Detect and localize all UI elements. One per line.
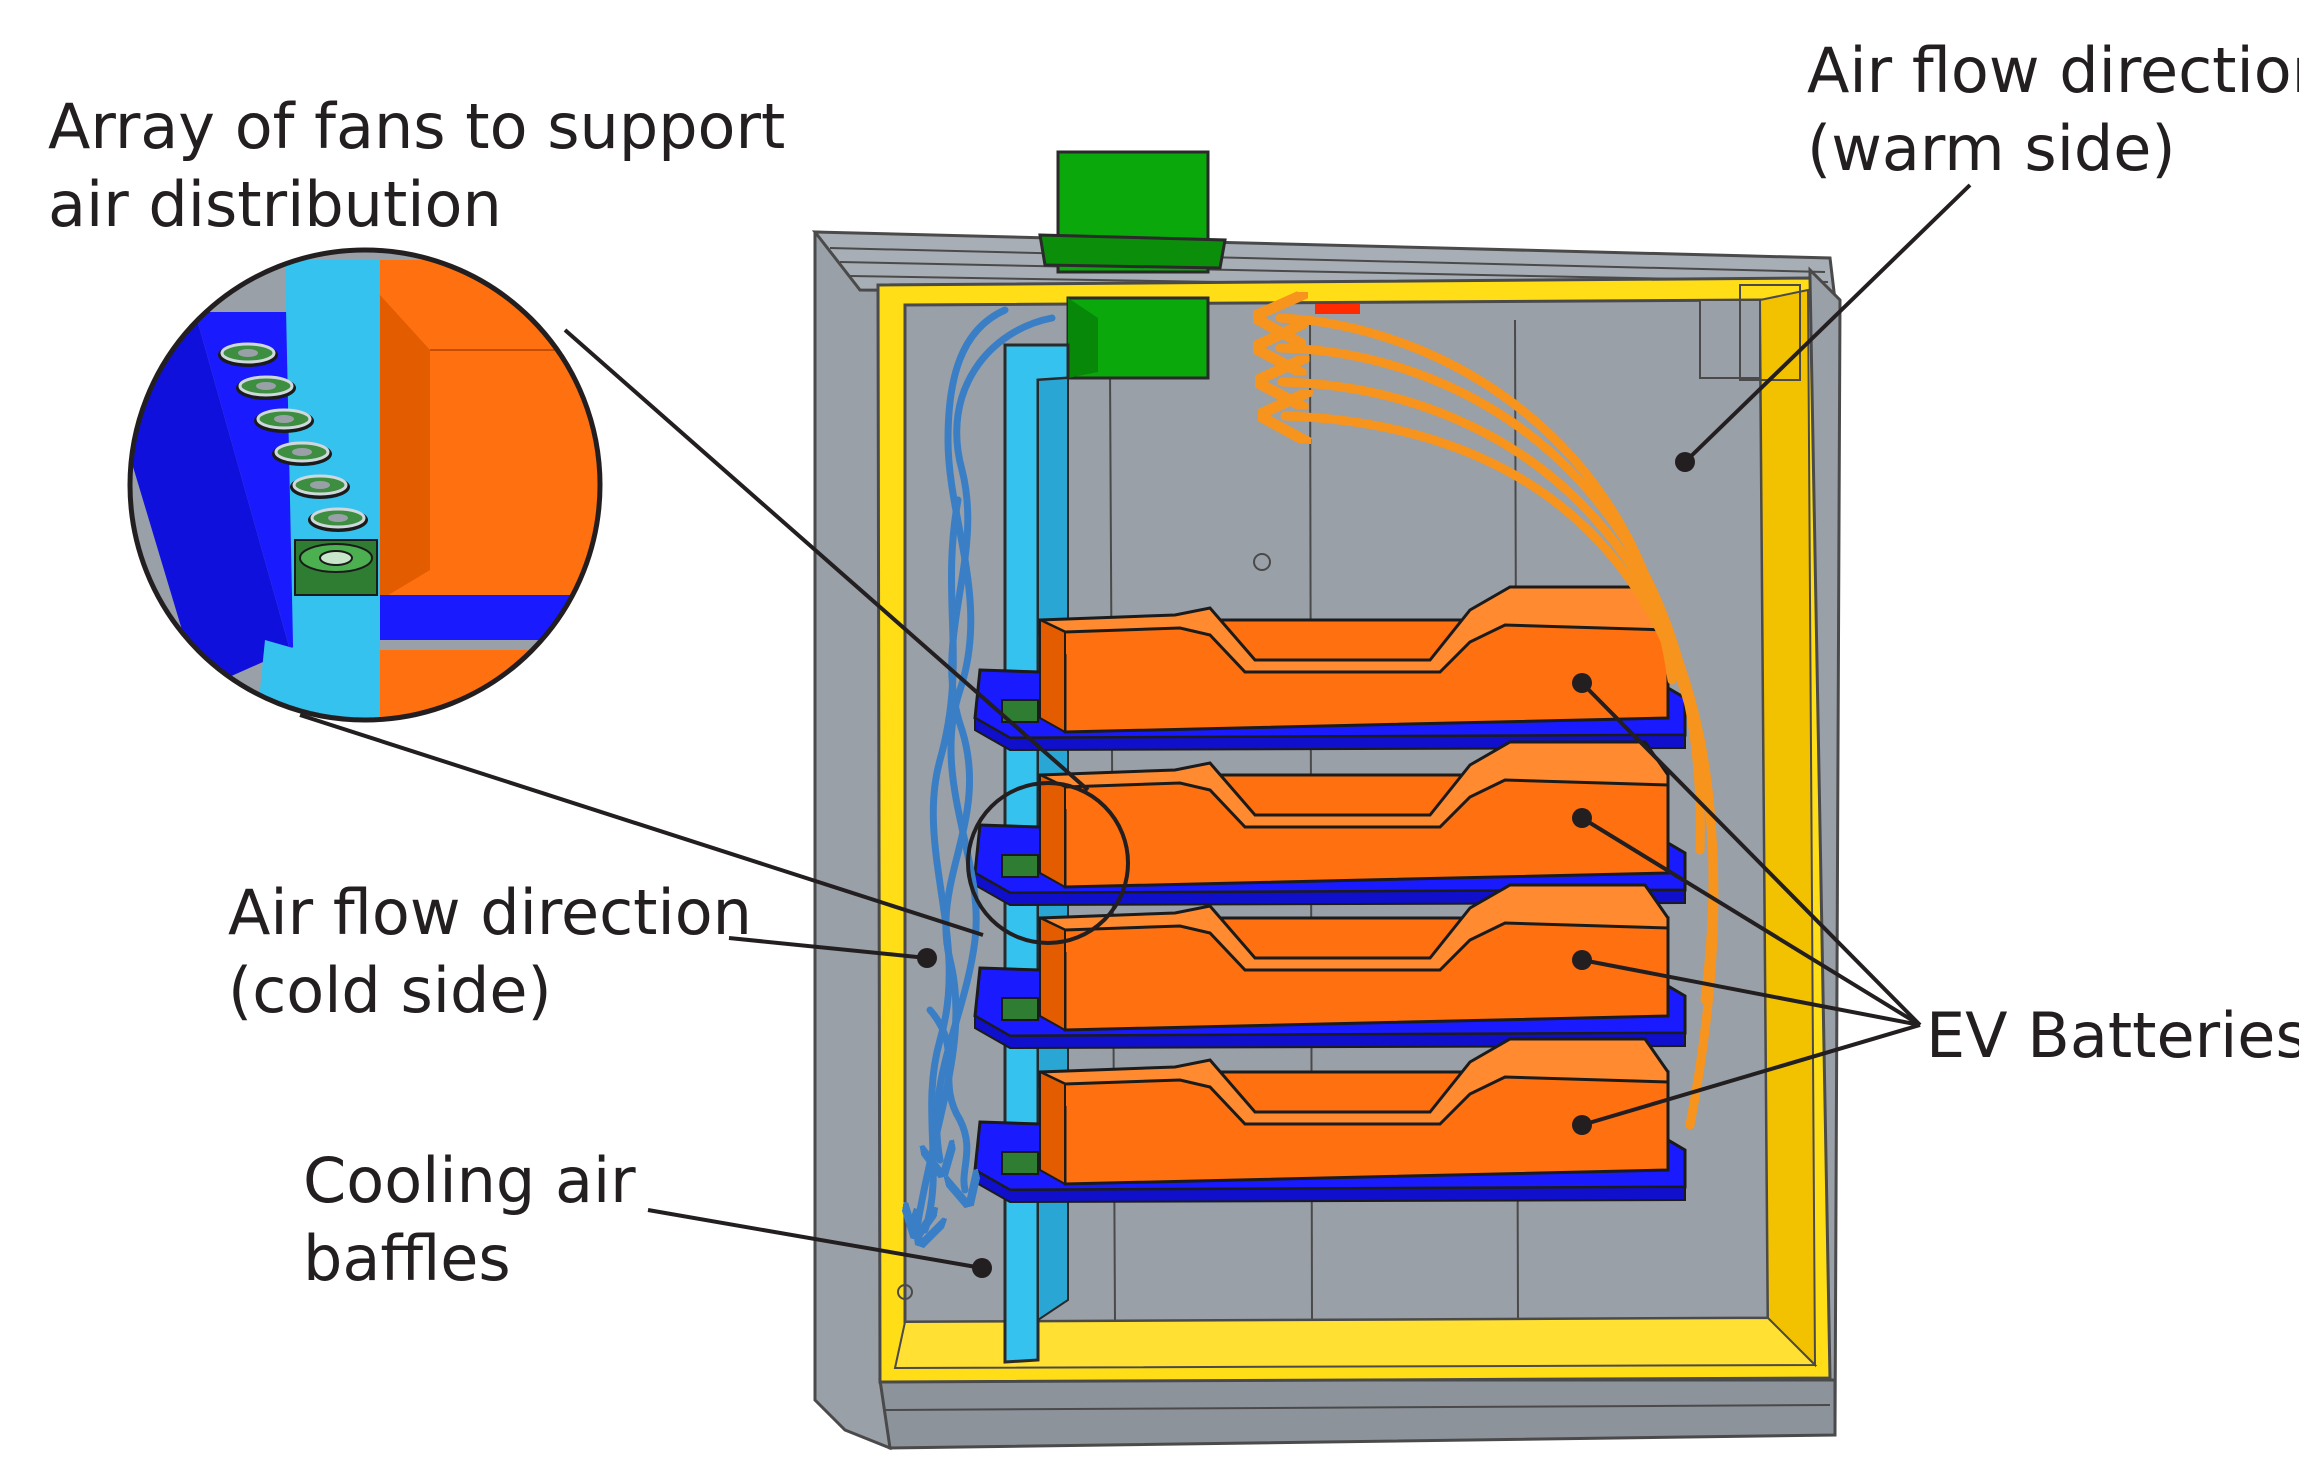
- warm-arrow: [1285, 416, 1719, 1130]
- fan: [1001, 699, 1039, 723]
- label-line: (cold side): [228, 954, 552, 1027]
- cold-arrow: [937, 306, 1009, 1160]
- ev-batteries-label: EV Batteries: [1926, 999, 2299, 1072]
- warm-side-label: Air flow direction (warm side): [1807, 32, 2299, 188]
- fan-detail-marker: [966, 781, 1130, 945]
- fan: [1001, 854, 1039, 878]
- battery-unit: [973, 740, 1687, 907]
- label-line: baffles: [303, 1222, 511, 1295]
- label-line: Array of fans to support: [48, 90, 786, 163]
- leader-lines: [647, 183, 1972, 1270]
- fan: [236, 375, 296, 400]
- fan: [254, 408, 314, 433]
- ev-batteries: [973, 585, 1687, 1204]
- fan: [290, 474, 350, 499]
- ev-battery: [1038, 916, 1670, 1032]
- label-line: Air flow direction: [228, 876, 752, 949]
- fan: [272, 441, 332, 466]
- cold-air-flow-arrows: [918, 306, 1056, 1230]
- battery-unit: [973, 883, 1687, 1050]
- leader-dots: [917, 452, 1695, 1278]
- ev-battery: [1038, 773, 1670, 889]
- fan-array-inset: [127, 247, 1090, 937]
- fan-array-label: Array of fans to support air distributio…: [48, 88, 785, 244]
- fan: [308, 507, 368, 532]
- fan-array: [218, 342, 368, 532]
- fan: [1001, 1151, 1039, 1175]
- battery-unit: [973, 1037, 1687, 1204]
- label-line: Air flow direction: [1807, 34, 2299, 107]
- fan: [218, 342, 278, 367]
- cold-arrow: [925, 496, 962, 1230]
- fan: [1001, 997, 1039, 1021]
- baffles-label: Cooling air baffles: [303, 1142, 636, 1298]
- cold-side-label: Air flow direction (cold side): [228, 874, 752, 1030]
- label-line: (warm side): [1807, 112, 2176, 185]
- label-line: air distribution: [48, 168, 502, 241]
- ev-battery: [1038, 618, 1670, 734]
- warm-air-flow-arrows: [1280, 318, 1719, 1130]
- label-line: Cooling air: [303, 1144, 636, 1217]
- cold-arrow: [926, 1006, 967, 1190]
- air-duct: [1038, 150, 1227, 380]
